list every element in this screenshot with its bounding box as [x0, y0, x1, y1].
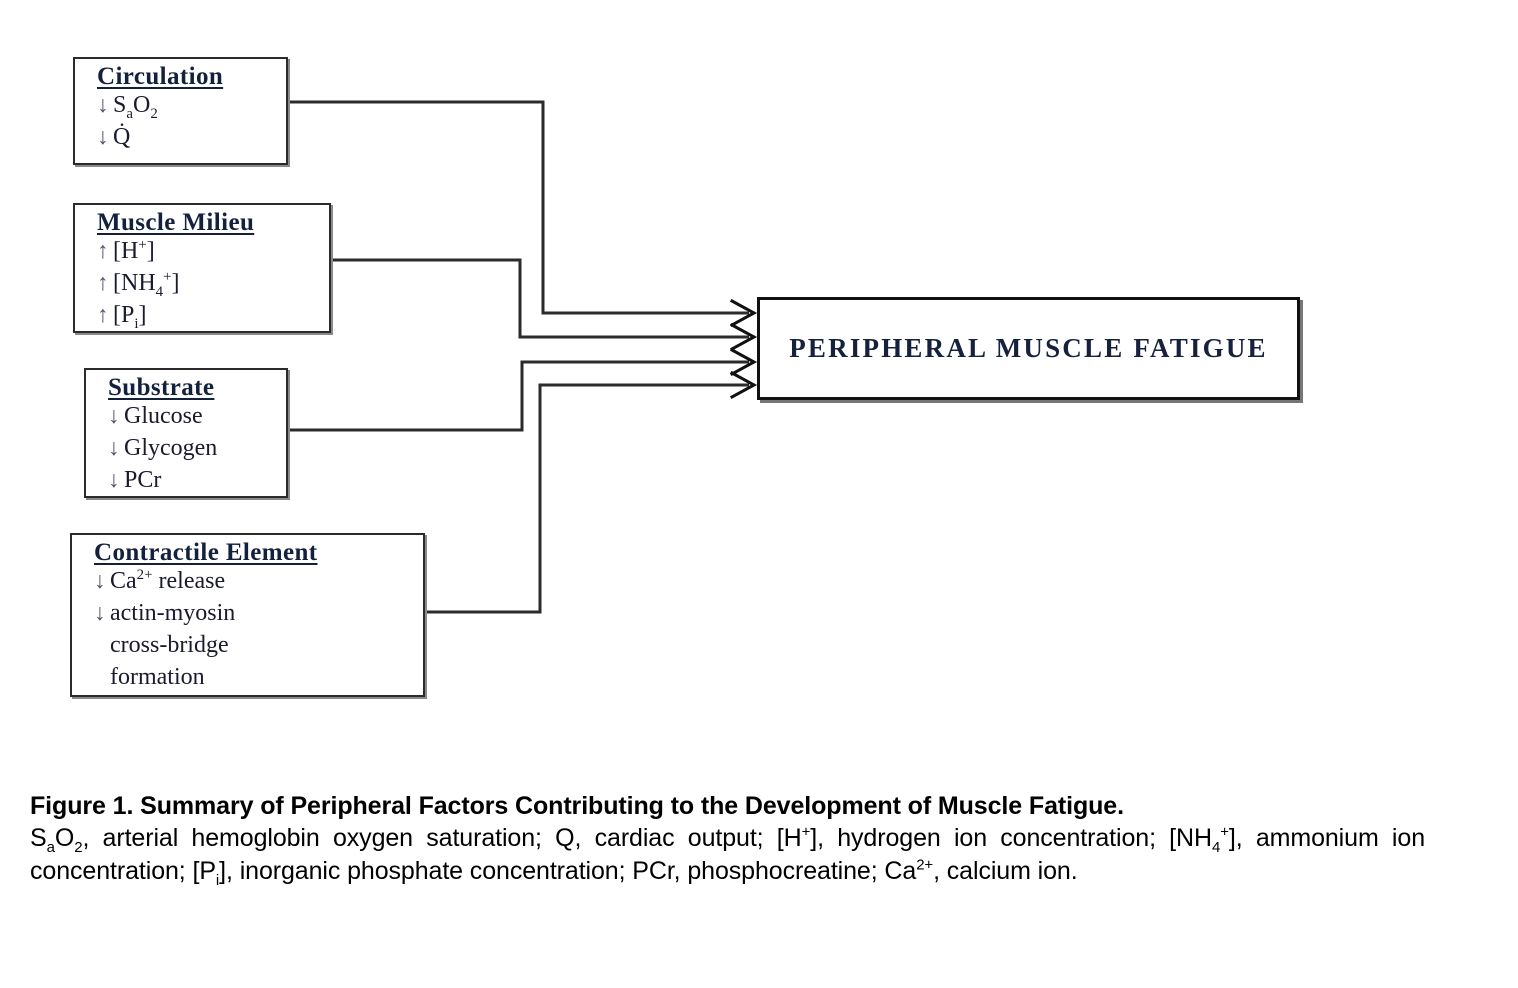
target-box-label: PERIPHERAL MUSCLE FATIGUE: [789, 333, 1268, 363]
down-arrow-icon: ↓: [97, 123, 109, 149]
caption-body: SaO2, arterial hemoglobin oxygen saturat…: [30, 823, 1425, 889]
factor-box-circulation: Circulation ↓SaO2 ↓Q̇: [73, 57, 288, 165]
box-item-glycogen: ↓Glycogen: [108, 433, 276, 465]
arrowhead-circulation: [729, 298, 758, 328]
box-title-contractile-element: Contractile Element: [94, 539, 318, 566]
box-item-ammonium-ion: ↑[NH4+]: [97, 268, 180, 300]
box-title-circulation: Circulation: [97, 63, 224, 90]
box-item-cardiac-output: ↓Q̇: [97, 122, 276, 154]
box-title-substrate: Substrate: [108, 374, 215, 401]
target-box-peripheral-muscle-fatigue: PERIPHERAL MUSCLE FATIGUE: [757, 297, 1300, 400]
down-arrow-icon: ↓: [94, 599, 106, 625]
down-arrow-icon: ↓: [108, 466, 120, 492]
factor-box-muscle-milieu: Muscle Milieu ↑[H+] ↑[NH4+] ↑[Pi]: [73, 203, 331, 333]
box-title-muscle-milieu: Muscle Milieu: [97, 209, 255, 236]
down-arrow-icon: ↓: [108, 403, 120, 428]
up-arrow-icon: ↑: [97, 301, 109, 327]
up-arrow-icon: ↑: [97, 238, 109, 263]
arrowhead-muscle-milieu: [729, 322, 758, 352]
box-item-glucose: ↓Glucose: [108, 401, 276, 433]
figure-diagram: Circulation ↓SaO2 ↓Q̇ Muscle Milieu ↑[H+…: [70, 57, 1300, 697]
down-arrow-icon: ↓: [97, 92, 109, 117]
connector-substrate: [288, 360, 749, 432]
connector-layer: [288, 100, 758, 614]
box-item-pcr: ↓PCr: [108, 465, 276, 497]
connector-muscle-milieu: [331, 258, 749, 339]
box-item-calcium-release: ↓Ca2+ release: [94, 566, 413, 598]
box-item-formation: formation: [110, 663, 205, 690]
figure-caption: Figure 1. Summary of Peripheral Factors …: [30, 790, 1425, 888]
connector-circulation: [288, 100, 749, 315]
box-item-sao2: ↓SaO2: [97, 92, 158, 122]
down-arrow-icon: ↓: [94, 568, 106, 593]
connector-contractile-element: [425, 383, 749, 614]
box-item-cross-bridge: cross-bridge: [110, 631, 229, 658]
box-item-actin-myosin: ↓actin-myosin: [94, 598, 413, 630]
factor-box-contractile-element: Contractile Element ↓Ca2+ release ↓actin…: [70, 533, 425, 697]
factor-box-substrate: Substrate ↓Glucose ↓Glycogen ↓PCr: [84, 368, 288, 498]
box-item-hydrogen-ion: ↑[H+]: [97, 236, 319, 268]
arrowhead-contractile-element: [729, 370, 758, 400]
box-item-inorganic-phosphate: ↑[Pi]: [97, 301, 147, 332]
caption-title: Figure 1. Summary of Peripheral Factors …: [30, 792, 1124, 820]
arrowhead-substrate: [729, 347, 758, 377]
down-arrow-icon: ↓: [108, 434, 120, 460]
up-arrow-icon: ↑: [97, 269, 109, 295]
